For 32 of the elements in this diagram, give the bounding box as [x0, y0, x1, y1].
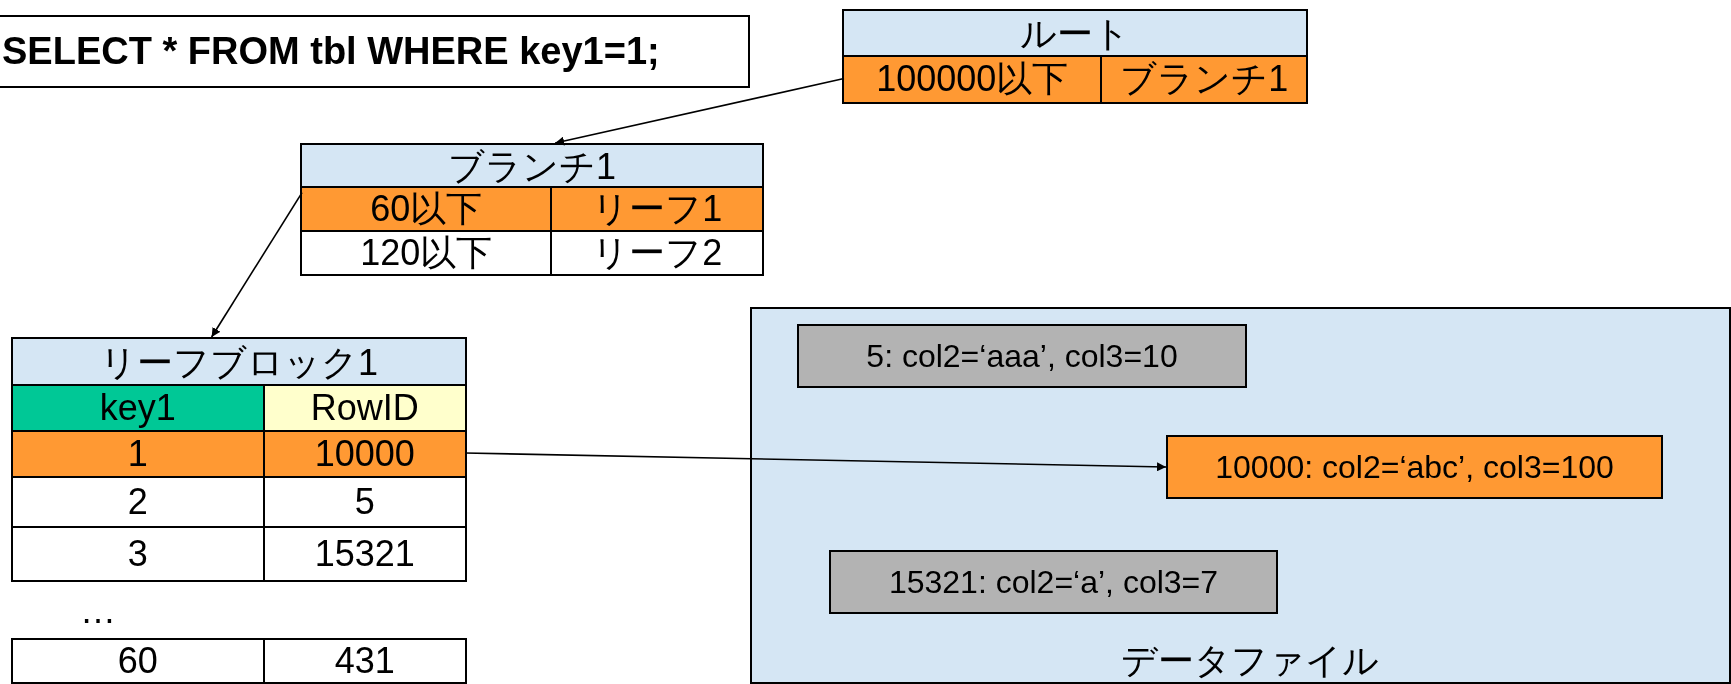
record-box: 5: col2=‘aaa’, col3=10	[797, 324, 1247, 388]
arrow	[210, 191, 303, 338]
data-file-panel	[750, 307, 1731, 684]
table-cell: リーフ1	[550, 188, 762, 230]
table-row	[302, 186, 762, 230]
panel-title: データファイル	[1120, 639, 1380, 683]
table-cell: ブランチ1	[1100, 57, 1306, 102]
record-box: 15321: col2=‘a’, col3=7	[829, 550, 1278, 614]
block-header: リーフブロック1	[13, 339, 465, 386]
table-row	[13, 526, 465, 580]
arrow	[554, 77, 845, 146]
table-cell: 10000	[262, 432, 465, 476]
block-header: ブランチ1	[302, 145, 762, 188]
arrow	[464, 452, 1167, 472]
index-block	[11, 337, 467, 582]
block-header: ルート	[844, 11, 1306, 57]
table-row	[13, 384, 465, 430]
query-box: SELECT * FROM tbl WHERE key1=1;	[0, 15, 750, 88]
record-box: 10000: col2=‘abc’, col3=100	[1166, 435, 1663, 499]
table-cell: key1	[13, 386, 263, 430]
index-block	[300, 143, 764, 276]
index-block	[842, 9, 1308, 104]
table-row	[302, 230, 762, 274]
table-row	[844, 55, 1306, 102]
table-cell: 100000以下	[844, 57, 1101, 102]
table-cell: 60以下	[302, 188, 551, 230]
table-row	[13, 430, 465, 476]
table-cell: 1	[13, 432, 263, 476]
table-cell: RowID	[262, 386, 465, 430]
table-row	[13, 476, 465, 526]
ellipsis-text: …	[80, 590, 116, 632]
table-row	[11, 638, 467, 684]
